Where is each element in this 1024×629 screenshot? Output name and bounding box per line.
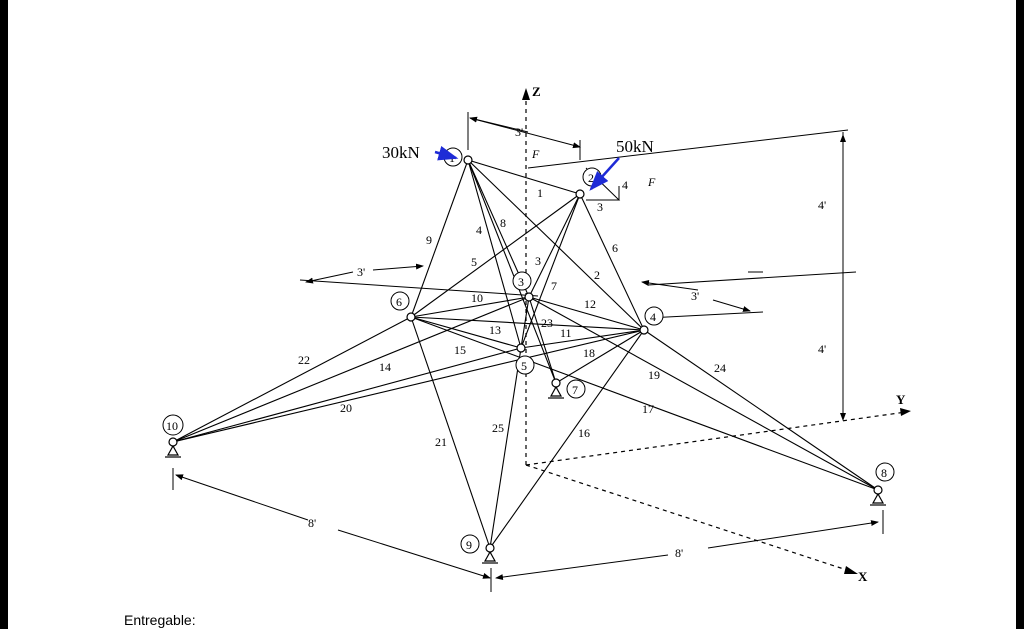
joint-label-3: 3 xyxy=(518,275,524,289)
dim-top-3b: 3' xyxy=(357,265,365,279)
dimension-labels: 3' 3' 3' 4' 4' 8' 8' F F 4 3 xyxy=(308,125,826,560)
joint-label-5: 5 xyxy=(521,359,527,373)
member-label-6: 6 xyxy=(612,241,618,255)
members xyxy=(172,159,879,549)
member-label-9: 9 xyxy=(426,233,432,247)
member-label-3: 3 xyxy=(535,254,541,268)
member-label-19: 19 xyxy=(648,368,660,382)
y-axis-label: Y xyxy=(896,392,906,407)
x-axis-label: X xyxy=(858,569,868,584)
member-label-4: 4 xyxy=(476,223,482,237)
member-label-24: 24 xyxy=(714,361,726,375)
member-label-12: 12 xyxy=(584,297,596,311)
joint-label-6: 6 xyxy=(396,295,402,309)
member-labels: 1 2 3 4 5 6 7 8 9 10 11 12 13 14 15 16 1… xyxy=(298,186,726,449)
joint-label-7: 7 xyxy=(572,383,578,397)
member-label-5: 5 xyxy=(471,255,477,269)
y-axis-arrow xyxy=(900,408,911,416)
joint-label-10: 10 xyxy=(166,419,178,433)
member-label-1: 1 xyxy=(537,186,543,200)
member-label-14: 14 xyxy=(379,360,391,374)
joint-1 xyxy=(463,155,473,165)
dim-height-lower: 4' xyxy=(818,342,826,356)
support-9 xyxy=(482,550,498,564)
dimension-lines xyxy=(172,112,884,592)
member-label-20: 20 xyxy=(340,401,352,415)
note-f1: F xyxy=(531,147,540,161)
dim-top-3a: 3' xyxy=(515,125,523,139)
joint-label-2: 2 xyxy=(588,171,594,185)
x-axis-arrow xyxy=(844,566,858,574)
joint-label-8: 8 xyxy=(881,466,887,480)
joint-label-4: 4 xyxy=(650,310,656,324)
joint-4 xyxy=(639,325,649,335)
note-f2: F xyxy=(647,175,656,189)
member-label-2: 2 xyxy=(594,268,600,282)
load-arrow-30kn xyxy=(434,145,459,161)
member-label-15: 15 xyxy=(454,343,466,357)
supports xyxy=(165,385,886,564)
joints xyxy=(168,155,883,553)
member-label-8: 8 xyxy=(500,216,506,230)
member-label-23: 23 xyxy=(541,316,553,330)
joint-3 xyxy=(524,292,534,302)
member-label-25: 25 xyxy=(492,421,504,435)
space-truss-diagram: Z Y X xyxy=(162,84,911,592)
joint-10 xyxy=(168,437,178,447)
joint-labels: 1 2 3 4 5 6 7 8 9 10 xyxy=(162,147,895,554)
note-three: 3 xyxy=(597,200,603,214)
joint-label-9: 9 xyxy=(466,538,472,552)
support-10 xyxy=(165,444,181,458)
dim-height-upper: 4' xyxy=(818,198,826,212)
load-label-30kn: 30kN xyxy=(382,143,420,162)
member-label-16: 16 xyxy=(578,426,590,440)
support-7 xyxy=(548,385,564,399)
note-four: 4 xyxy=(622,178,628,192)
member-label-22: 22 xyxy=(298,353,310,367)
joint-2 xyxy=(575,189,585,199)
member-label-11: 11 xyxy=(560,326,572,340)
dim-base-8a: 8' xyxy=(308,516,316,530)
load-label-50kn: 50kN xyxy=(616,137,654,156)
joint-9 xyxy=(485,543,495,553)
page: Z Y X xyxy=(8,0,1016,629)
joint-5 xyxy=(516,343,526,353)
member-label-17: 17 xyxy=(642,402,654,416)
member-label-21: 21 xyxy=(435,435,447,449)
member-label-10: 10 xyxy=(471,291,483,305)
joint-6 xyxy=(406,312,416,322)
z-axis-arrow xyxy=(522,88,530,100)
dim-mid-3: 3' xyxy=(691,289,699,303)
member-label-18: 18 xyxy=(583,346,595,360)
load-arrow-50kn xyxy=(589,157,620,191)
joint-8 xyxy=(873,485,883,495)
joint-7 xyxy=(551,378,561,388)
z-axis-label: Z xyxy=(532,84,541,99)
loads: 30kN 50kN xyxy=(382,137,654,191)
member-label-13: 13 xyxy=(489,323,501,337)
dim-base-8b: 8' xyxy=(675,546,683,560)
footer-label: Entregable: xyxy=(124,612,196,628)
x-axis-line xyxy=(525,464,854,573)
support-8 xyxy=(870,492,886,506)
member-label-7: 7 xyxy=(551,279,557,293)
